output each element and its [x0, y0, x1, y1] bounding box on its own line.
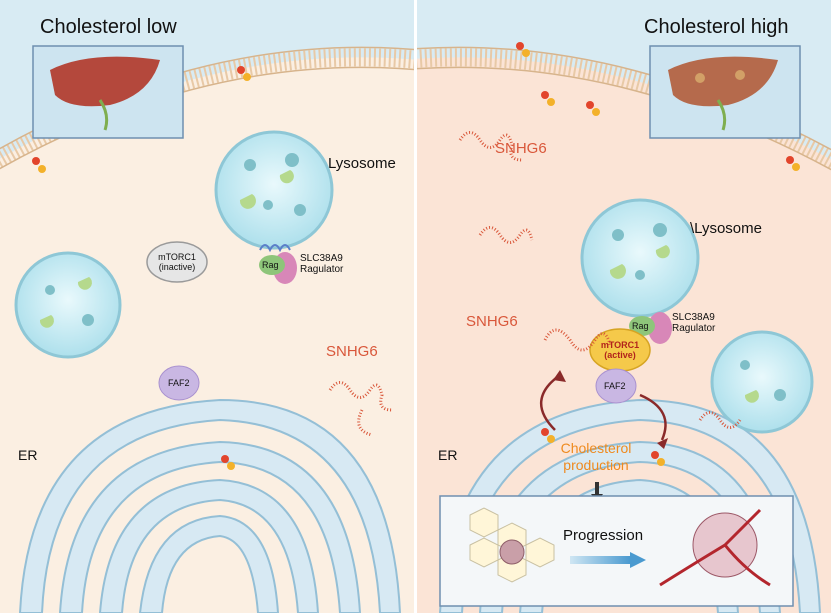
- right-title: Cholesterol high: [644, 16, 789, 38]
- tumor-cluster-icon: [659, 508, 771, 587]
- left-membrane: [0, 48, 414, 169]
- panel-divider: [414, 0, 417, 613]
- right-snhg6-label-mid: SNHG6: [466, 313, 518, 330]
- left-mtorc1-state: (inactive): [158, 262, 196, 272]
- right-slc38a9-label: SLC38A9: [672, 312, 715, 323]
- liver-healthy-icon: [50, 56, 160, 107]
- right-rag-label: Rag: [632, 321, 649, 331]
- cholesterol-production-label: Cholesterol production: [548, 440, 644, 474]
- cholesterol-molecule-icon: [32, 66, 251, 470]
- left-ragulator-label: Ragulator: [300, 264, 344, 275]
- left-title: Cholesterol low: [40, 16, 177, 38]
- left-faf2-label: FAF2: [168, 378, 190, 388]
- left-lysosome-2: [14, 251, 122, 359]
- left-rag-shape: [259, 255, 285, 275]
- progression-arrow: [570, 556, 630, 564]
- left-mtorc1-label: mTORC1 (inactive): [149, 252, 205, 272]
- cholesterol-label-line2: production: [563, 457, 629, 473]
- right-lysosome-main: [580, 198, 700, 318]
- right-er-text: ER: [438, 447, 458, 463]
- cholesterol-label-line1: Cholesterol: [560, 440, 632, 456]
- rna-strand-icon: [458, 131, 742, 429]
- left-complex-label: SLC38A9 Ragulator: [300, 253, 343, 275]
- left-rag-label: Rag: [262, 260, 279, 270]
- right-mtorc1-name: mTORC1: [600, 340, 640, 350]
- right-lysosome-label: \Lysosome: [690, 220, 762, 237]
- right-slc38a9-shape: [648, 312, 672, 344]
- right-panel: [417, 0, 831, 613]
- right-mtorc1-state: (active): [604, 350, 636, 360]
- left-mtorc1-shape: [146, 241, 208, 283]
- right-snhg6-label-top: SNHG6: [495, 140, 547, 157]
- left-slc38a9-label: SLC38A9: [300, 253, 343, 264]
- right-lysosome-2: [710, 330, 814, 434]
- left-er-text: ER: [18, 447, 38, 463]
- left-rna-strand: [328, 381, 393, 437]
- left-er: [18, 398, 402, 613]
- left-snhg6-label: SNHG6: [326, 343, 378, 360]
- right-complex-label: SLC38A9 Ragulator: [672, 312, 715, 334]
- left-panel: [0, 0, 414, 613]
- liver-fatty-icon: [668, 56, 778, 107]
- right-rag-shape: [629, 316, 655, 336]
- cycle-arrow-right: [639, 393, 667, 441]
- right-ragulator-label: Ragulator: [672, 323, 716, 334]
- right-faf2-shape: [595, 368, 637, 404]
- left-mtorc1-name: mTORC1: [158, 252, 196, 262]
- right-faf2-label: FAF2: [604, 381, 626, 391]
- left-lysosome-label: Lysosome: [328, 155, 396, 172]
- progression-label: Progression: [563, 527, 644, 544]
- right-mtorc1-label: mTORC1 (active): [592, 340, 648, 360]
- left-lysosome-main: [214, 130, 334, 250]
- left-faf2-shape: [158, 365, 200, 401]
